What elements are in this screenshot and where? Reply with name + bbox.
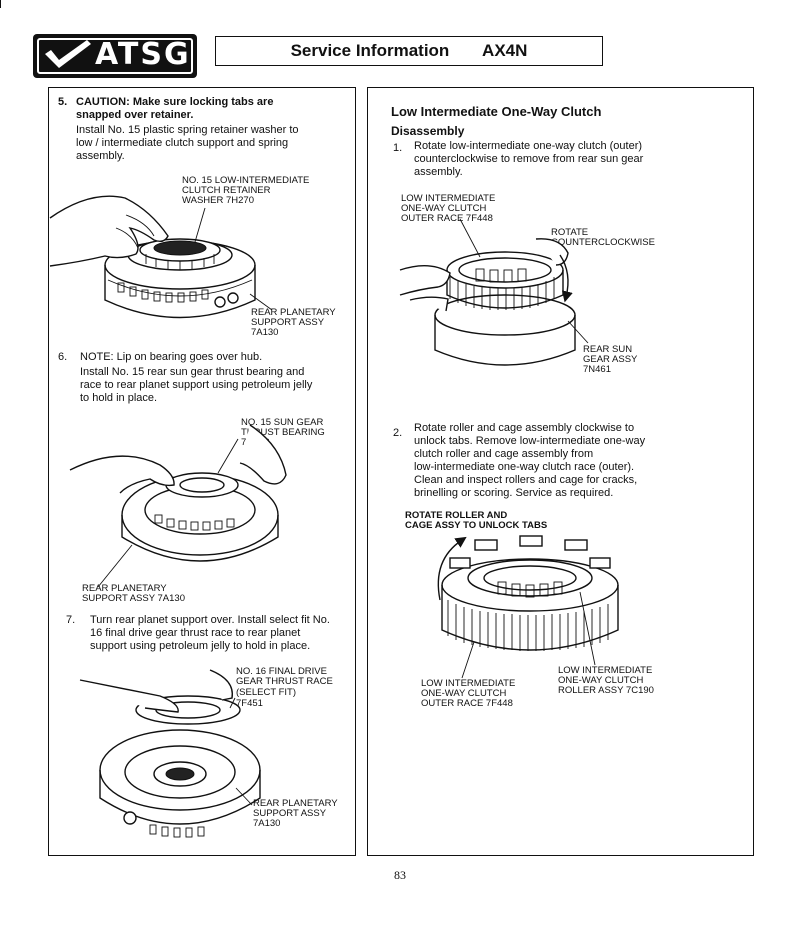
step-5-body-line: assembly. xyxy=(76,150,125,162)
label-washer-line: CLUTCH RETAINER xyxy=(182,185,271,196)
illustration-one-way-clutch xyxy=(399,218,589,366)
label-support-line: SUPPORT ASSY 7A130 xyxy=(82,593,185,604)
illustration-final-drive-race xyxy=(79,669,261,838)
step-5-caution-line-2: snapped over retainer. xyxy=(76,109,194,121)
right-panel xyxy=(367,87,754,856)
label-support-line: REAR PLANETARY xyxy=(82,583,167,594)
label-support-line: REAR PLANETARY xyxy=(251,307,336,318)
label-race-line: NO. 16 FINAL DRIVE xyxy=(236,666,327,677)
step-6-note: NOTE: Lip on bearing goes over hub. xyxy=(80,351,263,363)
step-2-body-line: brinelling or scoring. Service as requir… xyxy=(414,487,614,499)
label-washer-line: WASHER 7H270 xyxy=(182,195,254,206)
left-panel xyxy=(48,87,356,856)
model-name: AX4N xyxy=(482,41,528,60)
step-2-body-line: Clean and inspect rollers and cage for c… xyxy=(414,474,638,486)
step-5-number: 5. xyxy=(58,96,68,108)
illustration-thrust-bearing xyxy=(69,424,287,588)
atsg-logo: ATSG xyxy=(33,34,197,78)
label-roller-line: ONE-WAY CLUTCH xyxy=(558,675,644,686)
label-outer-race-line: OUTER RACE 7F448 xyxy=(401,213,493,224)
label-race-line: 7F451 xyxy=(236,698,263,709)
label-sun-gear-line: GEAR ASSY xyxy=(583,354,638,365)
label-bearing-line: NO. 15 SUN GEAR xyxy=(241,417,324,428)
section-subheading: Disassembly xyxy=(391,124,465,138)
label-rotate-roller-line: ROTATE ROLLER AND xyxy=(405,510,508,521)
step-5-caution-line-1: CAUTION: Make sure locking tabs are xyxy=(76,96,274,108)
label-sun-gear-line: REAR SUN xyxy=(583,344,633,355)
step-6-body-line: to hold in place. xyxy=(80,392,158,404)
step-1-number: 1. xyxy=(393,142,403,154)
title-box: Service Information AX4N xyxy=(215,36,603,66)
step-5-body-line: low / intermediate clutch support and sp… xyxy=(76,137,289,149)
step-1-body-line: Rotate low-intermediate one-way clutch (… xyxy=(414,140,643,152)
label-rotate-line: COUNTERCLOCKWISE xyxy=(551,237,655,248)
step-2-body-line: clutch roller and cage assembly from xyxy=(414,448,594,460)
label-race-line: (SELECT FIT) xyxy=(236,687,296,698)
step-1-body-line: counterclockwise to remove from rear sun… xyxy=(414,153,644,165)
label-rotate-line: ROTATE xyxy=(551,227,589,238)
step-2-body-line: low-intermediate one-way clutch race (ou… xyxy=(414,461,635,473)
label-support-line: SUPPORT ASSY xyxy=(251,317,325,328)
step-2-body-line: Rotate roller and cage assembly clockwis… xyxy=(414,422,635,434)
step-6-body-line: Install No. 15 rear sun gear thrust bear… xyxy=(80,366,305,378)
label-outer-race-line: LOW INTERMEDIATE xyxy=(401,193,496,204)
step-1-body-line: assembly. xyxy=(414,166,463,178)
label-rotate-roller-line: CAGE ASSY TO UNLOCK TABS xyxy=(405,520,548,531)
label-roller-line: ROLLER ASSY 7C190 xyxy=(558,685,654,696)
label-outer-race-line: ONE-WAY CLUTCH xyxy=(421,688,507,699)
step-7-body-line: 16 final drive gear thrust race to rear … xyxy=(90,627,301,639)
label-race-line: GEAR THRUST RACE xyxy=(236,676,333,687)
label-outer-race-line: ONE-WAY CLUTCH xyxy=(401,203,487,214)
label-support-line: REAR PLANETARY xyxy=(253,798,338,809)
label-bearing-line: THRUST BEARING xyxy=(241,427,325,438)
checkmark-icon xyxy=(45,40,91,68)
step-6-number: 6. xyxy=(58,351,68,363)
step-7-number: 7. xyxy=(66,614,76,626)
label-outer-race-line: LOW INTERMEDIATE xyxy=(421,678,516,689)
step-7-body-line: support using petroleum jelly to hold in… xyxy=(90,640,311,652)
step-2-number: 2. xyxy=(393,427,403,439)
page-number: 83 xyxy=(394,868,406,882)
logo-text: ATSG xyxy=(95,37,191,72)
label-roller-line: LOW INTERMEDIATE xyxy=(558,665,653,676)
page-edge-mark xyxy=(0,0,1,8)
illustration-roller-cage xyxy=(437,535,619,679)
label-support-line: 7A130 xyxy=(251,327,279,338)
step-7-body-line: Turn rear planet support over. Install s… xyxy=(90,614,330,626)
label-outer-race-line: OUTER RACE 7F448 xyxy=(421,698,513,709)
label-washer-line: NO. 15 LOW-INTERMEDIATE xyxy=(182,175,310,186)
step-6-body-line: race to rear planet support using petrol… xyxy=(80,379,313,391)
step-5-body-line: Install No. 15 plastic spring retainer w… xyxy=(76,124,299,136)
label-support-line: 7A130 xyxy=(253,818,281,829)
label-sun-gear-line: 7N461 xyxy=(583,364,611,375)
page-title: Service Information xyxy=(290,41,450,60)
section-heading: Low Intermediate One-Way Clutch xyxy=(391,104,602,119)
step-2-body-line: unlock tabs. Remove low-intermediate one… xyxy=(414,435,646,447)
illustration-retainer-washer xyxy=(49,195,273,319)
label-support-line: SUPPORT ASSY xyxy=(253,808,327,819)
